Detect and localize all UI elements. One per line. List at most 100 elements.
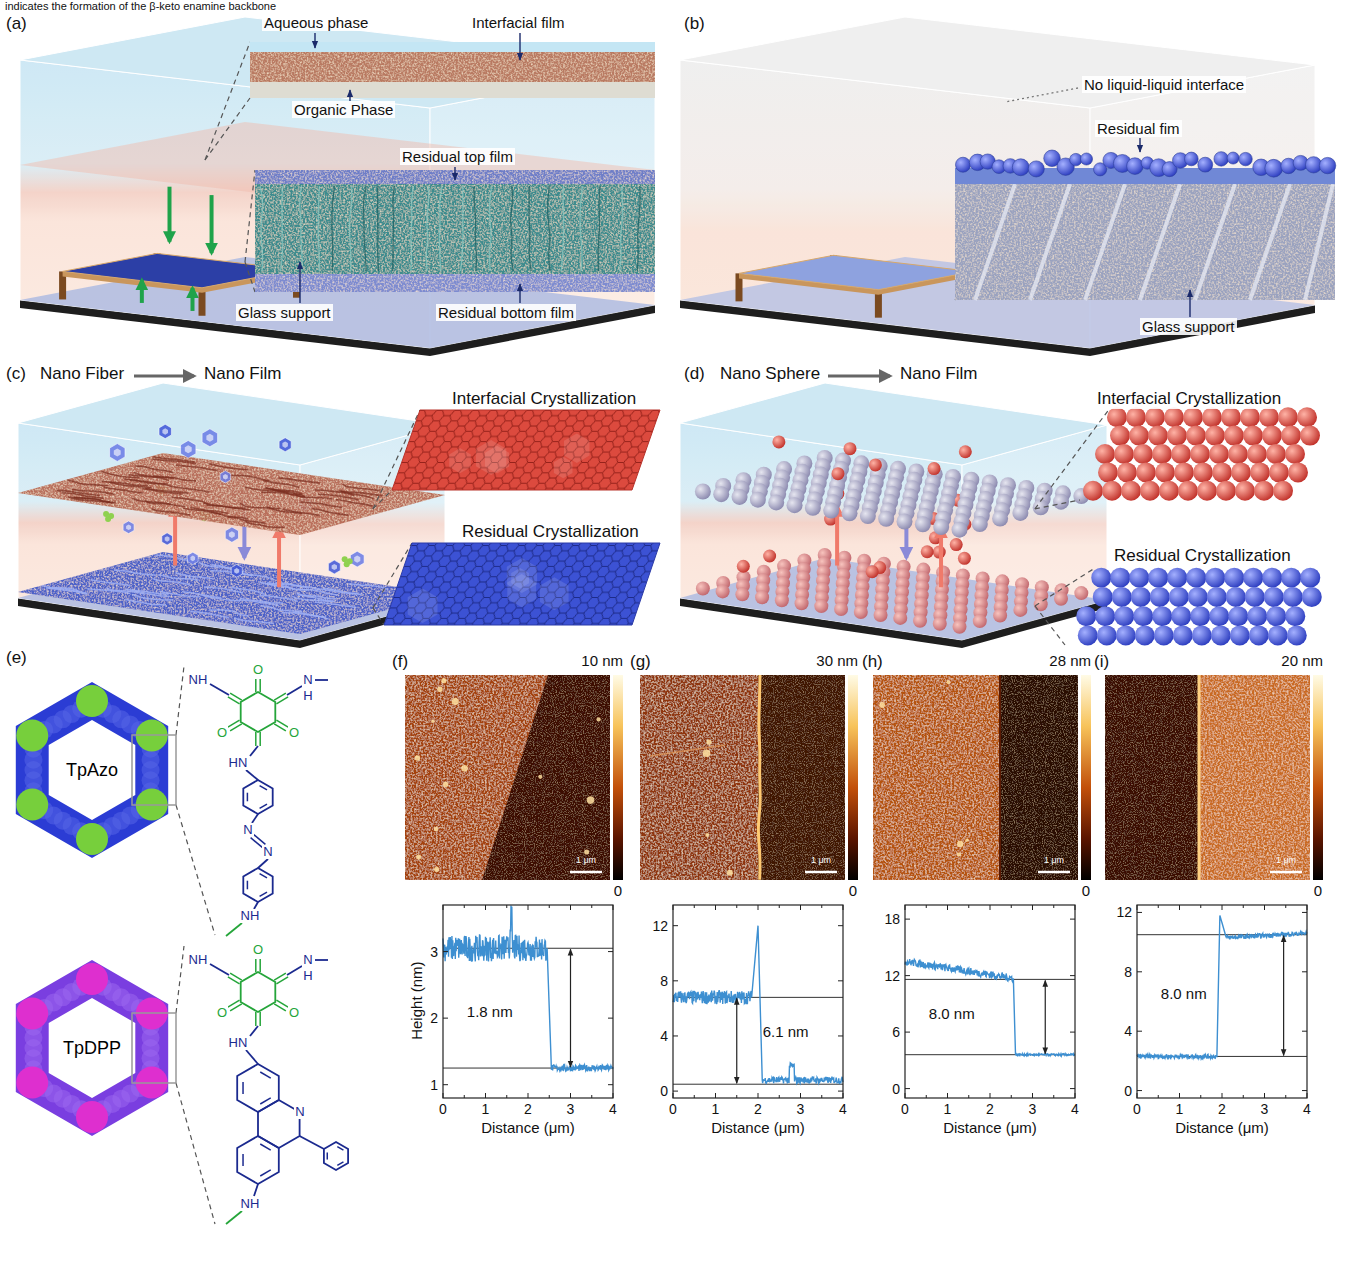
illustration-part <box>1200 905 1201 908</box>
illustration-part <box>1302 1090 1307 1091</box>
tick-label: 1 <box>482 1101 490 1117</box>
illustration-part <box>673 1091 678 1092</box>
plot-frame <box>443 905 613 1098</box>
illustration-part <box>408 589 438 623</box>
pore-label: TpAzo <box>66 760 118 781</box>
afm-particle <box>584 849 589 854</box>
section-streak <box>975 184 1015 300</box>
chemical-bond <box>315 679 328 681</box>
nano-sphere <box>1190 606 1210 626</box>
illustration-part <box>673 905 674 910</box>
nano-sphere <box>958 552 971 565</box>
section-streak <box>1140 184 1180 300</box>
pointer-arrow <box>168 187 172 242</box>
nano-sphere <box>1076 606 1096 626</box>
section-streak <box>349 186 351 271</box>
label: Residual fim <box>1095 120 1182 137</box>
section-streak <box>393 186 395 271</box>
nano-fiber <box>57 491 100 496</box>
afm-film <box>405 675 548 880</box>
illustration-part <box>126 524 131 530</box>
illustration-part <box>206 434 213 442</box>
illustration-part <box>354 556 360 563</box>
nano-fiber <box>204 587 243 593</box>
nano-sphere <box>874 608 888 622</box>
nano-sphere <box>1224 426 1244 446</box>
nano-sphere <box>1235 481 1255 501</box>
nano-fiber <box>129 475 169 481</box>
nano-fiber <box>209 464 248 470</box>
chemical-bond <box>300 1136 324 1149</box>
nano-sphere <box>933 617 947 631</box>
nano-sphere <box>1150 587 1170 607</box>
nano-sphere <box>1288 462 1308 482</box>
illustration-part <box>821 905 822 908</box>
chemical-bond <box>247 793 249 802</box>
nano-fiber <box>172 497 208 504</box>
section-streak <box>580 186 582 271</box>
nano-sphere <box>1114 444 1134 464</box>
illustration-part <box>511 568 529 589</box>
illustration-part <box>1070 1088 1075 1089</box>
afm-substrate <box>1105 675 1310 880</box>
illustration-part <box>223 474 228 480</box>
axis-title: Height (nm) <box>407 962 424 1040</box>
nano-sphere <box>737 560 750 573</box>
pointer-arrow <box>314 33 315 48</box>
chemical-bond <box>260 786 267 790</box>
nano-sphere <box>1121 481 1141 501</box>
chemical-bond <box>337 1147 343 1151</box>
label: Interfacial Crystallization <box>1095 389 1283 409</box>
illustration-part <box>443 951 448 952</box>
tick-label: 12 <box>1116 904 1132 920</box>
nano-sphere <box>1193 462 1213 482</box>
afm-particle <box>703 750 711 758</box>
chemical-bond <box>274 973 286 980</box>
height-profile <box>1137 905 1307 1098</box>
nano-sphere <box>755 590 769 604</box>
afm-particle <box>461 765 468 772</box>
nano-sphere <box>928 462 941 475</box>
section-streak <box>332 186 335 271</box>
nano-sphere <box>1078 625 1098 645</box>
atom-label: NH <box>240 909 261 923</box>
illustration-part <box>190 556 195 562</box>
nano-fiber <box>67 480 108 486</box>
color-scale-bar <box>1313 675 1323 880</box>
nano-sphere <box>842 505 858 521</box>
plot-frame <box>905 905 1075 1098</box>
nano-sphere <box>1221 407 1241 427</box>
ring-vertex <box>76 1101 108 1133</box>
illustration-part <box>449 448 471 473</box>
nano-sphere <box>1159 481 1179 501</box>
zoom-line <box>1035 568 1095 606</box>
nano-fiber <box>145 488 188 493</box>
nano-sphere <box>1116 625 1136 645</box>
illustration-part <box>591 905 592 908</box>
nano-sphere <box>1250 462 1270 482</box>
chemical-bond <box>226 1211 242 1224</box>
nano-sphere <box>713 486 729 502</box>
axis-title: Distance (μm) <box>943 1119 1037 1136</box>
nano-fiber <box>261 606 302 611</box>
ring-atom <box>142 751 160 769</box>
color-scale-max: 10 nm <box>581 652 623 669</box>
nano-sphere <box>1190 444 1210 464</box>
nano-sphere <box>1110 568 1130 588</box>
zoom-line <box>245 170 255 262</box>
label: No liquid-liquid interface <box>1082 76 1246 93</box>
illustration-part <box>843 905 844 910</box>
illustration-part <box>185 445 192 453</box>
tick-label: 2 <box>1218 1101 1226 1117</box>
nano-fiber <box>240 503 280 509</box>
nano-sphere <box>1302 587 1322 607</box>
section-streak <box>377 186 379 271</box>
illustration-part <box>1179 905 1180 910</box>
afm-particle <box>434 827 438 831</box>
atom-label: O <box>252 943 264 957</box>
floor <box>680 558 1107 640</box>
afm-particle <box>441 678 446 683</box>
chemical-bond <box>259 959 261 972</box>
label: Organic Phase <box>292 101 395 118</box>
color-scale-min: 0 <box>614 882 622 899</box>
